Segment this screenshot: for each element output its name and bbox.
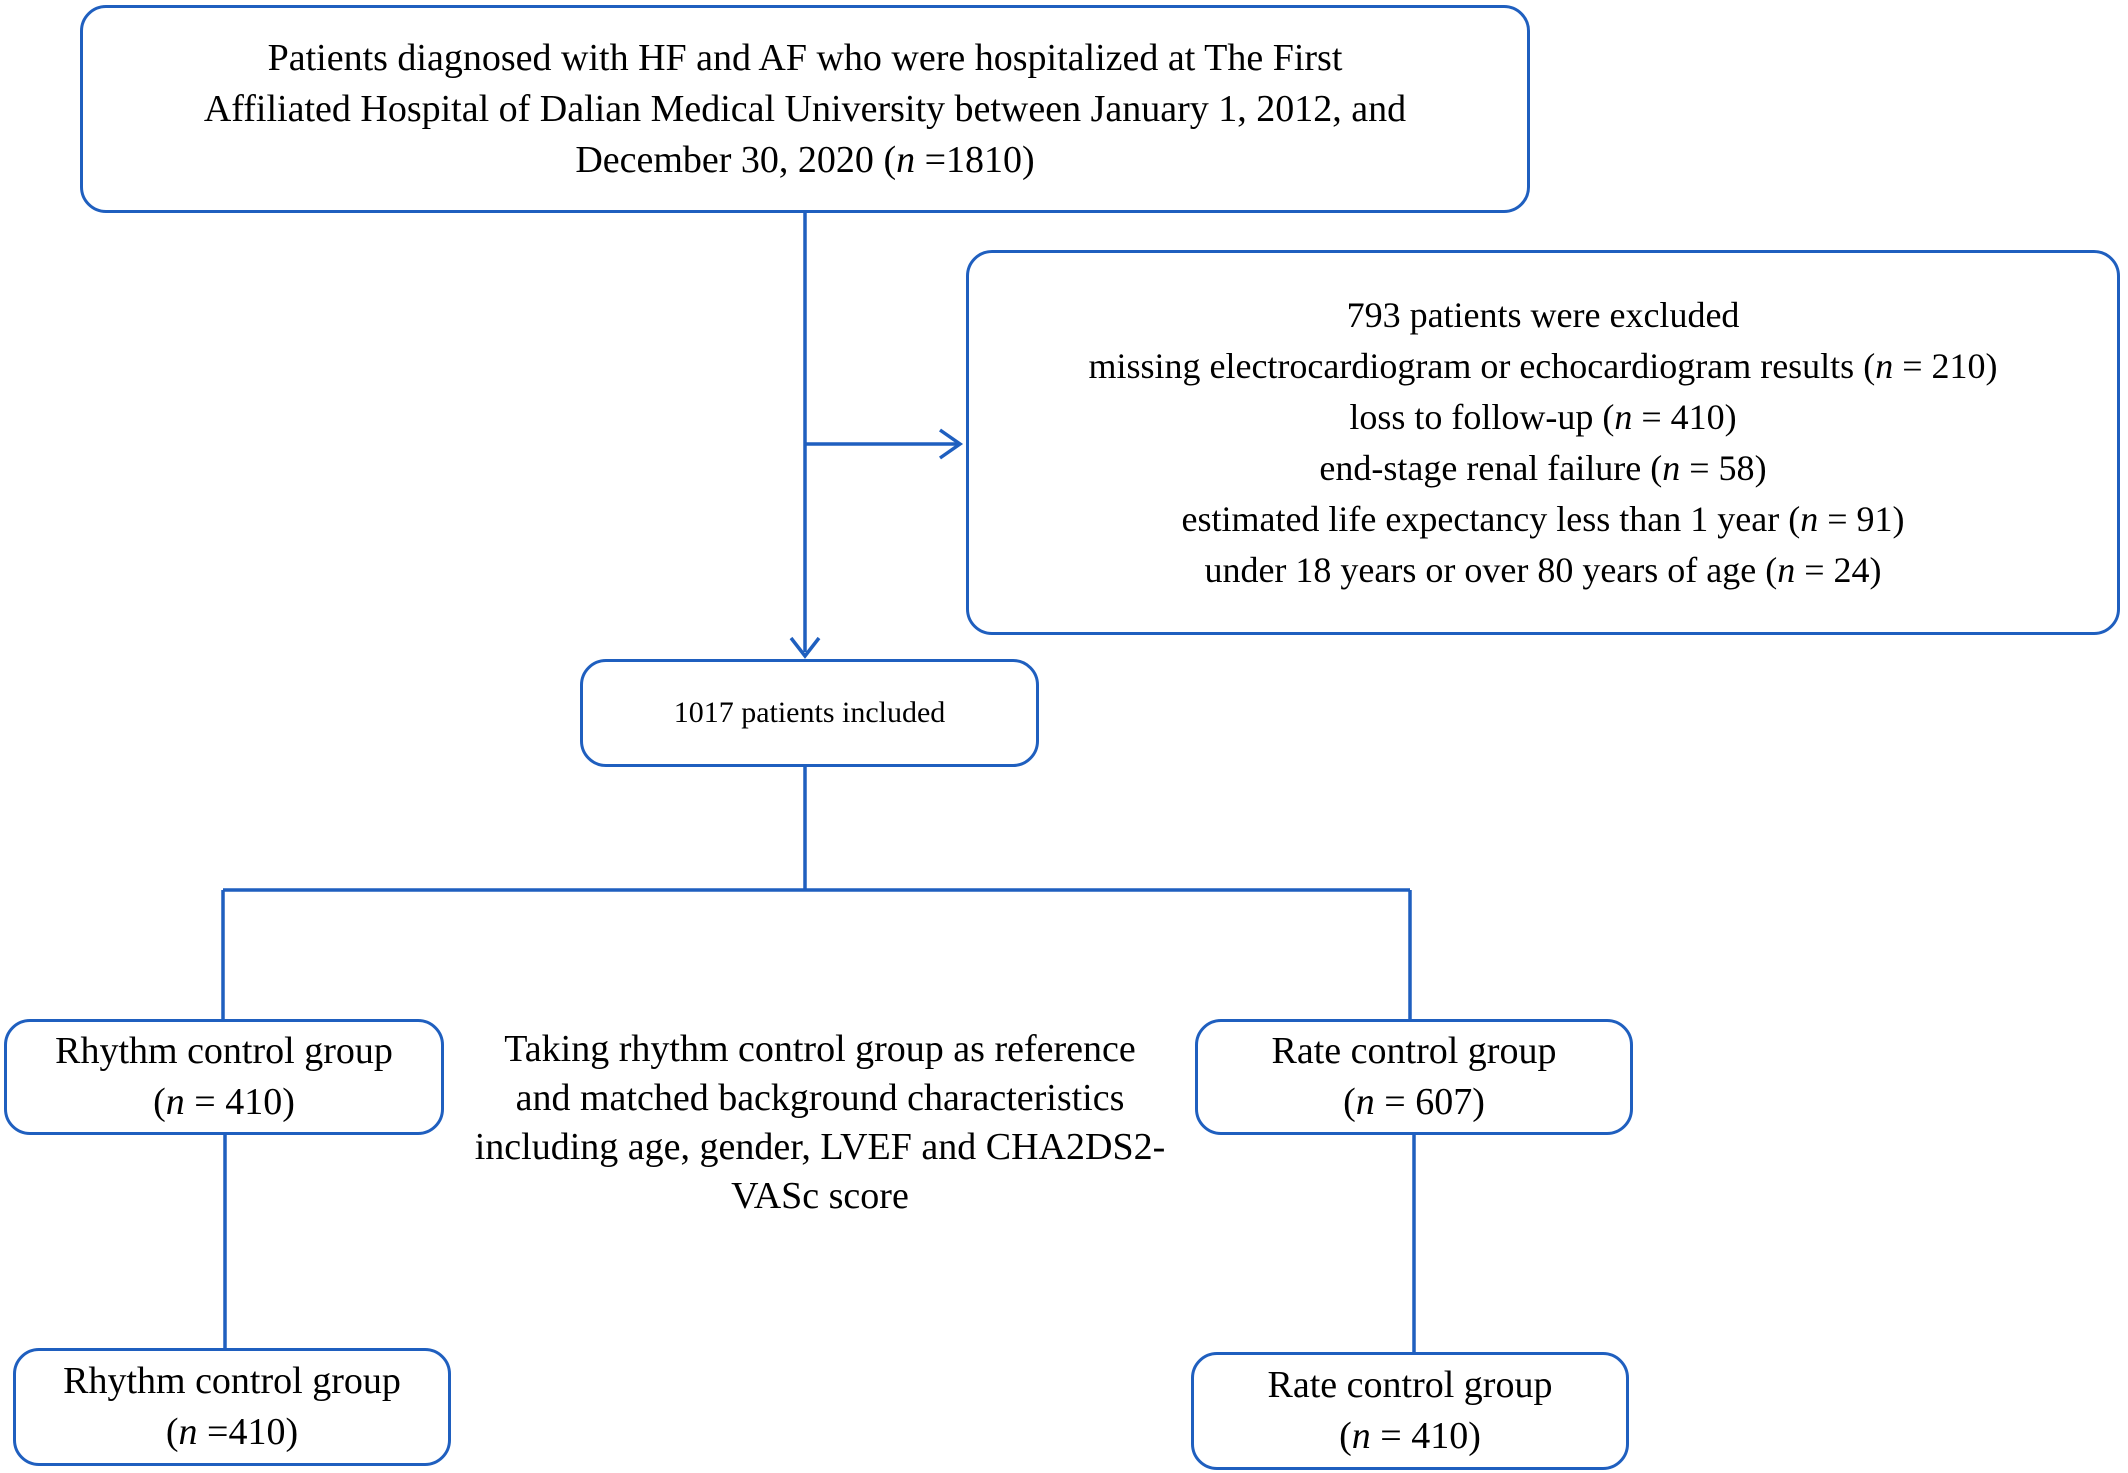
- included-box: 1017 patients included: [580, 659, 1039, 767]
- exclusion-reason: loss to follow-up (n = 410): [1349, 396, 1737, 437]
- source-count: =1810: [924, 138, 1023, 181]
- rate-matched-count: = 410: [1380, 1415, 1469, 1457]
- included-label: 1017 patients included: [673, 696, 946, 729]
- exclusion-reason: under 18 years or over 80 years of age (…: [1204, 549, 1882, 590]
- rate-label: Rate control group: [1271, 1030, 1557, 1072]
- rate-control-box: Rate control group (n = 607): [1195, 1019, 1633, 1135]
- source-line-2: Affiliated Hospital of Dalian Medical Un…: [203, 87, 1407, 130]
- matching-note: Taking rhythm control group as reference…: [474, 1028, 1166, 1217]
- exclusion-reason: estimated life expectancy less than 1 ye…: [1181, 498, 1905, 539]
- source-population-box: Patients diagnosed with HF and AF who we…: [80, 5, 1530, 213]
- arrowhead-right-icon: [938, 428, 964, 460]
- rhythm-label: Rhythm control group: [55, 1030, 393, 1072]
- rhythm-matched-box: Rhythm control group (n =410): [13, 1348, 451, 1466]
- rate-count: = 607: [1384, 1081, 1473, 1123]
- exclusion-reason: missing electrocardiogram or echocardiog…: [1088, 345, 1998, 386]
- rhythm-matched-count: =410: [207, 1411, 286, 1453]
- rate-matched-label: Rate control group: [1267, 1364, 1553, 1406]
- excluded-title: 793 patients were excluded: [1346, 294, 1740, 335]
- n-symbol: n: [896, 138, 916, 181]
- source-line-3: December 30, 2020: [575, 138, 874, 181]
- rhythm-matched-label: Rhythm control group: [63, 1360, 401, 1402]
- arrowhead-down-icon: [789, 636, 821, 659]
- source-line-1: Patients diagnosed with HF and AF who we…: [267, 36, 1343, 79]
- excluded-box: 793 patients were excluded missing elect…: [966, 250, 2120, 635]
- rhythm-count: = 410: [194, 1081, 283, 1123]
- rate-matched-box: Rate control group (n = 410): [1191, 1352, 1629, 1470]
- rhythm-control-box: Rhythm control group (n = 410): [4, 1019, 444, 1135]
- exclusion-reason: end-stage renal failure (n = 58): [1319, 447, 1767, 488]
